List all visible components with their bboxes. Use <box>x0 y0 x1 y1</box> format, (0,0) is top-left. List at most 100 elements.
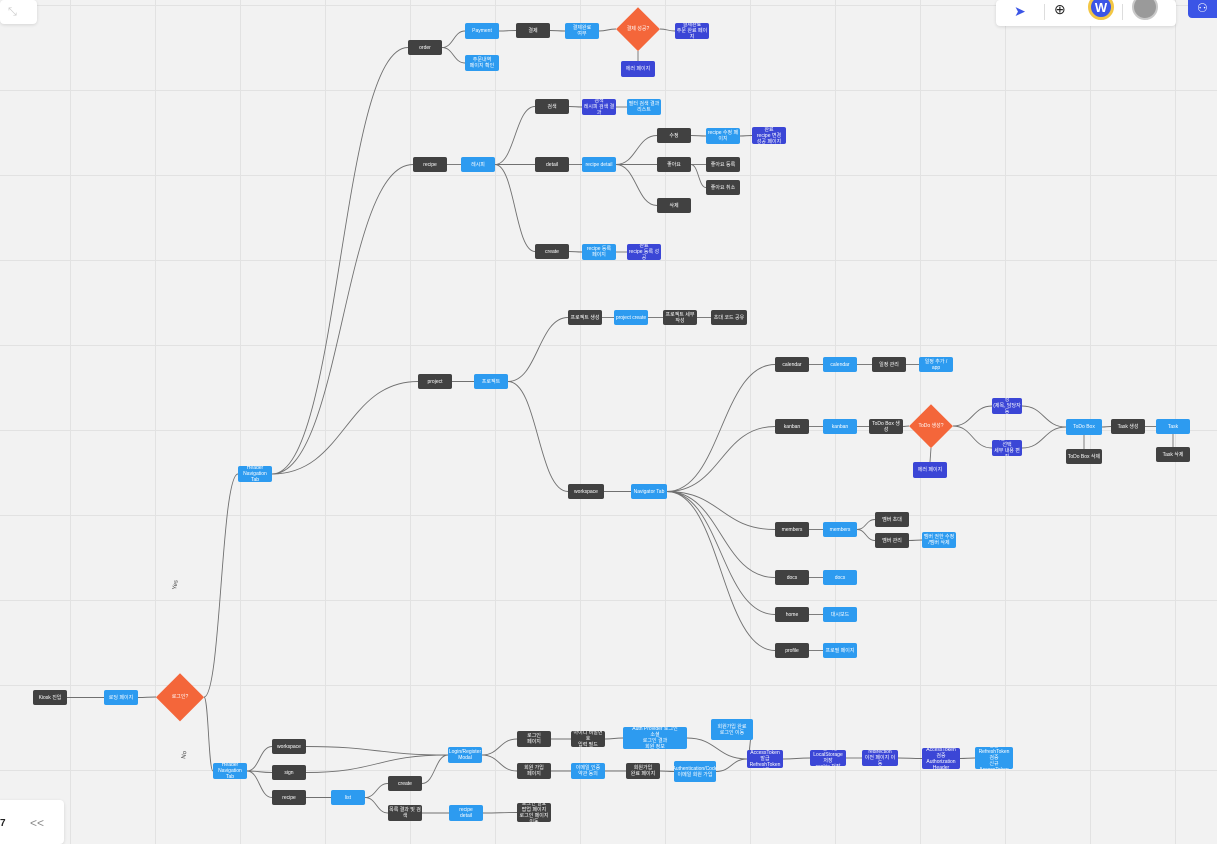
node-recipe-search[interactable]: 검색 <box>535 99 569 114</box>
node-recipe-like[interactable]: 좋아요 <box>657 157 691 172</box>
node-token-store[interactable]: 토큰 저장 LocalStorage 저장 cookie 저장 <box>810 750 846 766</box>
node-signup-complete[interactable]: 회원가입 완료 페이지 <box>626 763 660 779</box>
node-recipe-search-result[interactable]: 검색 레시피 검색 결과 <box>582 99 616 115</box>
add-reaction-icon[interactable]: ⊕ <box>1054 1 1066 17</box>
node-calendar-add[interactable]: 일정 추가 / app <box>919 357 953 372</box>
node-order-status[interactable]: 결제완료 여부 <box>565 23 599 39</box>
node-project[interactable]: project <box>418 374 452 389</box>
node-signup-page[interactable]: 회원 가입 페이지 <box>517 763 551 779</box>
node-kanban[interactable]: kanban <box>775 419 809 434</box>
node-recipe-edit-page[interactable]: recipe 수정 페이지 <box>706 128 740 144</box>
node-order-history[interactable]: 주문내역 페이지 확인 <box>465 55 499 71</box>
node-project-create[interactable]: 프로젝트 생성 <box>568 310 602 325</box>
node-signup-verify[interactable]: 이메일 인증 약관 동의 <box>571 763 605 779</box>
node-login-modal[interactable]: Login/Register Modal <box>448 747 482 763</box>
node-signup-done-login[interactable]: 회원가입 완료 로그인 이동 <box>711 719 753 740</box>
node-kanban-task[interactable]: Task <box>1156 419 1190 434</box>
share-button[interactable]: ⚇ <box>1188 0 1217 18</box>
node-recipe-create-page[interactable]: recipe 등록 페이지 <box>582 244 616 260</box>
bottom-left-panel[interactable]: 7 << <box>0 800 64 844</box>
node-members[interactable]: members <box>775 522 809 537</box>
node-loading-page[interactable]: 로딩 페이지 <box>104 690 138 705</box>
collapse-panel-icon[interactable]: << <box>30 816 45 830</box>
node-recipe-like-add[interactable]: 좋아요 등록 <box>706 157 740 172</box>
node-no-recipe-search[interactable]: 목록 결과 및 검색 <box>388 805 422 821</box>
node-yes-header-nav[interactable]: Header Navigation Tab <box>238 466 272 482</box>
node-token-verify[interactable]: AccessToken 검증 Authorization Header <box>922 748 960 769</box>
node-login-page[interactable]: 로그인 페이지 <box>517 731 551 747</box>
collapse-arrow-icon[interactable]: ⤡ <box>8 6 17 18</box>
node-signup-code[interactable]: Authentication/Code 이메일 회원 가입 <box>674 761 716 782</box>
decision-order[interactable]: 결제 성공? <box>616 7 660 51</box>
node-calendar-manage[interactable]: 일정 관리 <box>872 357 906 372</box>
node-order-error[interactable]: 에러 페이지 <box>621 61 655 77</box>
node-no-header-nav[interactable]: Header Navigation Tab <box>213 763 247 779</box>
node-calendar-page[interactable]: calendar <box>823 357 857 372</box>
node-recipe-delete[interactable]: 삭제 <box>657 198 691 213</box>
connector <box>494 164 536 252</box>
node-members-manage[interactable]: 멤버 관리 <box>875 533 909 548</box>
node-no-recipe[interactable]: recipe <box>272 790 306 805</box>
node-recipe-like-cancel[interactable]: 좋아요 취소 <box>706 180 740 195</box>
node-docs[interactable]: docs <box>775 570 809 585</box>
node-order[interactable]: order <box>408 40 442 55</box>
node-project-invite-code[interactable]: 초대 코드 공유 <box>711 310 747 325</box>
node-project-list[interactable]: 프로젝트 <box>474 374 508 389</box>
node-kiosk-entry[interactable]: Kiosk 진입 <box>33 690 67 705</box>
node-no-login-required[interactable]: 로그인 필요 팝업 페이지 로그인 페이지 이동 <box>517 803 551 822</box>
node-login-auth[interactable]: Auth Provider 로그인 소셜 로그인 결과 회원 정보 <box>623 727 687 749</box>
node-docs-page[interactable]: docs <box>823 570 857 585</box>
node-workspace-navigator[interactable]: Navigator Tab <box>631 484 667 499</box>
node-recipe-edit-done[interactable]: 완료 recipe 변경 성공 페이지 <box>752 127 786 144</box>
node-no-recipe-list[interactable]: list <box>331 790 365 805</box>
node-kanban-new-todo[interactable]: 새 ToDo 작성 (제목, 담당자 등 입력) <box>992 398 1022 414</box>
node-recipe-detail[interactable]: detail <box>535 157 569 172</box>
connector <box>507 381 569 492</box>
node-order-payment[interactable]: Payment <box>465 23 499 39</box>
top-left-toolbar[interactable]: ⤡ <box>0 0 37 24</box>
node-members-page[interactable]: members <box>823 522 857 537</box>
node-recipe-create[interactable]: create <box>535 244 569 259</box>
node-order-checkout[interactable]: 결제 <box>516 23 550 38</box>
node-project-details[interactable]: 프로젝트 세부 작성 <box>663 310 697 325</box>
node-home[interactable]: home <box>775 607 809 622</box>
node-no-recipe-detail[interactable]: recipe detail <box>449 805 483 821</box>
node-members-permission[interactable]: 멤버 권한 수정 /멤버 삭제 <box>922 532 956 548</box>
node-calendar[interactable]: calendar <box>775 357 809 372</box>
node-login-fields[interactable]: 아이디 비밀번호 입력 필드 <box>571 731 605 747</box>
node-project-create-page[interactable]: project create <box>614 310 648 325</box>
decision-todo[interactable]: ToDo 생성? <box>909 404 953 448</box>
select-cursor-icon[interactable]: ➤ <box>1014 3 1026 19</box>
node-recipe-detail-page[interactable]: recipe detail <box>582 157 616 172</box>
avatar[interactable]: W <box>1088 0 1114 20</box>
node-no-workspace[interactable]: workspace <box>272 739 306 754</box>
node-recipe-filter-result[interactable]: 필터 검색 결과 리스트 <box>627 99 661 115</box>
node-redirect[interactable]: redirection 이전 페이지 이동 <box>862 750 898 766</box>
node-recipe-create-done[interactable]: 완료 recipe 등록 성공 <box>627 244 661 260</box>
node-workspace[interactable]: workspace <box>568 484 604 499</box>
node-kanban-todo-create[interactable]: ToDo Box 생성 <box>869 419 903 434</box>
node-recipe[interactable]: recipe <box>413 157 447 172</box>
node-no-sign[interactable]: sign <box>272 765 306 780</box>
node-token-issue[interactable]: AccessToken AccessToken 발급 RefreshToken … <box>747 750 783 768</box>
decision-login[interactable]: 로그인? <box>156 673 204 721</box>
node-home-dashboard[interactable]: 대시보드 <box>823 607 857 622</box>
node-no-recipe-create[interactable]: create <box>388 776 422 791</box>
node-kanban-error[interactable]: 에러 페이지 <box>913 462 947 478</box>
connector <box>782 757 811 760</box>
user-avatar-gray[interactable] <box>1132 0 1158 20</box>
node-kanban-page[interactable]: kanban <box>823 419 857 434</box>
node-recipe-list[interactable]: 레시피 <box>461 157 495 172</box>
node-kanban-task-create[interactable]: Task 생성 <box>1111 419 1145 434</box>
node-kanban-todo-box[interactable]: ToDo Box <box>1066 419 1102 435</box>
node-recipe-edit[interactable]: 수정 <box>657 128 691 143</box>
node-kanban-task-delete[interactable]: Task 삭제 <box>1156 447 1190 462</box>
node-kanban-edit-todo[interactable]: 기존 ToDo 선택 세부 내용 편집 <box>992 440 1022 456</box>
node-token-refresh[interactable]: 토큰 만료 시 재발급 RefreshToken 검증 신규 AccessTok… <box>975 747 1013 769</box>
node-profile[interactable]: profile <box>775 643 809 658</box>
node-order-complete[interactable]: 결제완료 주문 완료 페이지 <box>675 23 709 39</box>
node-members-invite[interactable]: 멤버 초대 <box>875 512 909 527</box>
node-profile-page[interactable]: 프로필 페이지 <box>823 643 857 658</box>
node-kanban-todo-delete[interactable]: ToDo Box 삭제 <box>1066 449 1102 464</box>
